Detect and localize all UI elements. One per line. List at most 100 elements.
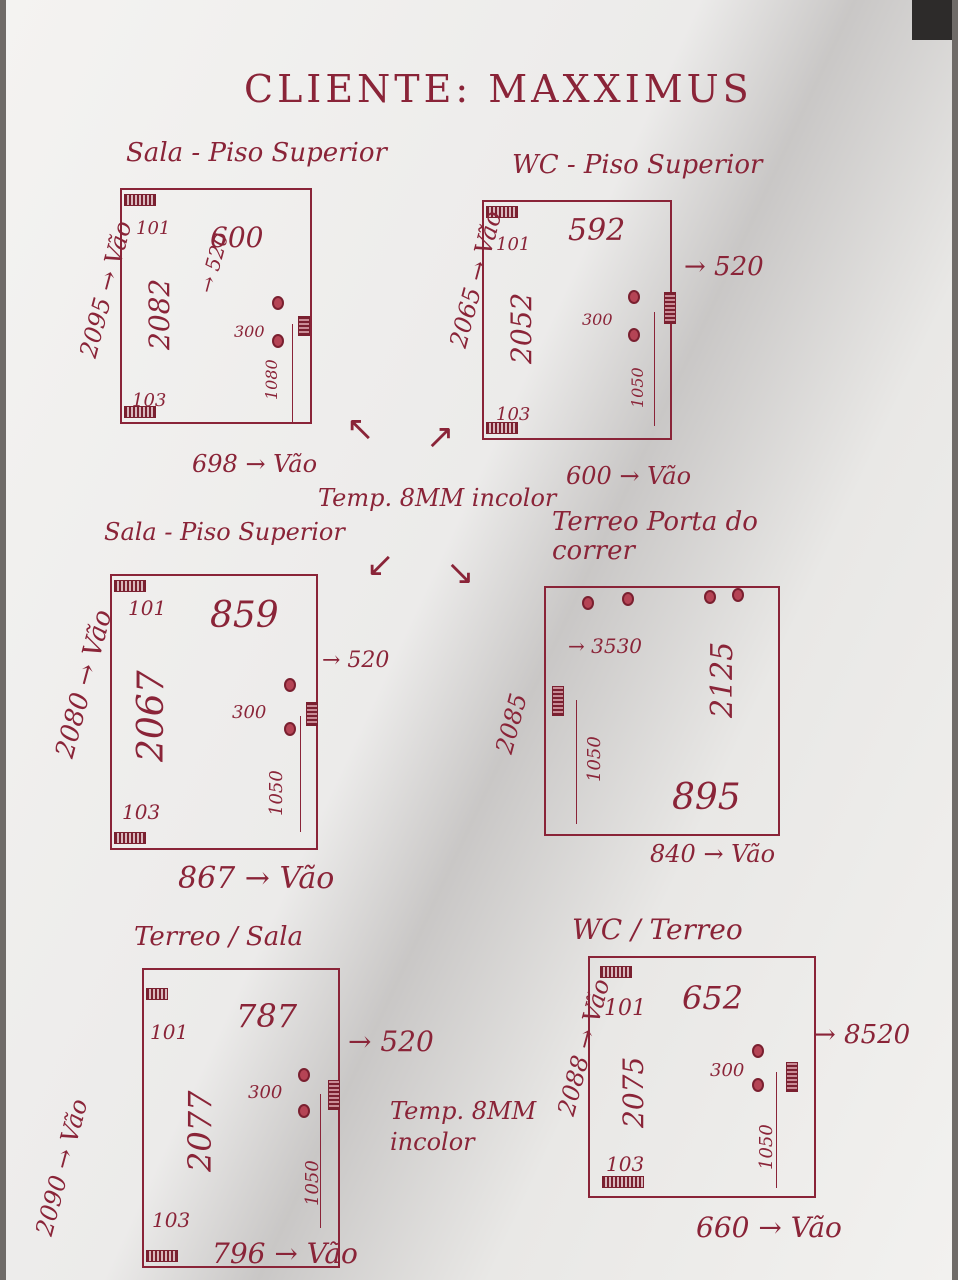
door-6-handle-spacing: 300 [710, 1060, 745, 1081]
door-3-vao-width: 867 → Vão [178, 861, 335, 896]
door-5-bottom-hinge [146, 1250, 178, 1262]
door-4-hole-4 [732, 588, 744, 602]
door-5-hole-bottom [298, 1104, 310, 1118]
door-2-bottom-offset: 103 [496, 404, 531, 425]
door-3-top-offset: 101 [128, 596, 167, 620]
door-5-lock-height: → 520 [348, 1025, 434, 1058]
door-5-width: 787 [236, 997, 298, 1035]
door-6-top-offset: 101 [604, 996, 646, 1021]
door-6-height: 2075 [617, 1056, 650, 1128]
door-2-hole-bottom [628, 328, 640, 342]
door-1-bottom-hinge [124, 406, 156, 418]
client-title: CLIENTE: MAXXIMUS [244, 67, 753, 111]
door-3-bottom-offset: 103 [122, 800, 161, 824]
door-6-bottom-hinge [602, 1176, 644, 1188]
paper-sheet: CLIENTE: MAXXIMUS Sala - Piso Superior 1… [6, 0, 952, 1280]
door-1-width: 600 [210, 221, 264, 254]
door-5-vao-height: 2090 → Vão [30, 1095, 94, 1239]
door-5-vao-width: 796 → Vão [212, 1237, 358, 1270]
door-1-height: 2082 [143, 278, 176, 350]
door-1-outline: 101 600 2082 300 1080 103 [120, 188, 312, 424]
door-5-lock [328, 1080, 340, 1110]
background-corner [912, 0, 952, 40]
door-6-hole-bottom [752, 1078, 764, 1092]
door-6-handle-height: 1050 [756, 1124, 777, 1170]
door-4-handle-height: 1050 [584, 736, 605, 782]
door-3-height: 2067 [131, 670, 172, 762]
door-1-label: Sala - Piso Superior [126, 138, 387, 168]
door-4-vao-width: 840 → Vão [650, 840, 776, 868]
door-2-hole-top [628, 290, 640, 304]
door-2-outline: 101 592 2052 300 1050 103 [482, 200, 676, 440]
door-1-hole-top [272, 296, 284, 310]
door-4-handle-line [576, 700, 577, 824]
door-3-hole-top [284, 678, 296, 692]
door-4-hole-1 [582, 596, 594, 610]
door-5-outline: 101 787 2077 300 1050 103 [142, 968, 340, 1268]
door-1-top-offset: 101 [136, 218, 171, 239]
door-4-width: 895 [672, 777, 741, 818]
door-6-hole-top [752, 1044, 764, 1058]
door-3-lock-height: → 520 [322, 648, 390, 673]
arrow-down-left-icon: ↙ [366, 545, 395, 585]
door-6-bottom-offset: 103 [606, 1152, 645, 1176]
door-2-label: WC - Piso Superior [512, 150, 763, 180]
door-5-handle-height: 1050 [302, 1160, 323, 1206]
arrow-up-left-icon: ↖ [346, 409, 375, 449]
door-4-lock-height: → 3530 [568, 634, 643, 658]
door-3-handle-spacing: 300 [232, 702, 267, 723]
door-4-hole-3 [704, 590, 716, 604]
door-2-top-offset: 101 [496, 234, 531, 255]
arrow-down-right-icon: ↘ [446, 553, 475, 593]
door-2-handle-line [654, 312, 655, 426]
door-4-hole-2 [622, 592, 634, 606]
door-2-top-hinge [486, 206, 518, 218]
door-1-hole-bottom [272, 334, 284, 348]
door-4-outline: → 3530 2125 1050 895 [544, 586, 780, 836]
door-5-bottom-offset: 103 [152, 1208, 191, 1232]
door-1-vao-width: 698 → Vão [192, 450, 318, 478]
door-1-handle-line [292, 324, 293, 424]
door-2-lock [664, 292, 676, 324]
door-6-width: 652 [682, 979, 744, 1017]
door-3-bottom-hinge [114, 832, 146, 844]
door-5-label: Terreo / Sala [134, 922, 304, 952]
door-6-top-hinge [600, 966, 632, 978]
door-1-handle-height: 1080 [262, 359, 281, 400]
door-3-handle-line [300, 716, 301, 832]
door-6-handle-line [776, 1072, 777, 1188]
door-5-handle-line [320, 1094, 321, 1228]
door-4-vao-height: 2085 [490, 690, 533, 757]
door-5-top-hinge [146, 988, 168, 1000]
door-3-handle-height: 1050 [266, 770, 287, 816]
door-2-vao-width: 600 → Vão [566, 462, 692, 490]
door-6-vao-width: 660 → Vão [696, 1211, 842, 1244]
door-4-height: 2125 [705, 641, 740, 718]
door-5-height: 2077 [181, 1090, 219, 1172]
arrow-up-right-icon: ↗ [426, 417, 455, 457]
door-5-top-offset: 101 [150, 1020, 189, 1044]
door-4-label: Terreo Porta do correr [552, 507, 758, 566]
door-6-outline: 101 652 2075 300 1050 103 [588, 956, 816, 1198]
door-2-handle-height: 1050 [628, 367, 647, 408]
door-1-top-hinge [124, 194, 156, 206]
door-2-height: 2052 [505, 292, 538, 364]
door-6-lock [786, 1062, 798, 1092]
door-1-handle-spacing: 300 [234, 322, 265, 341]
door-2-handle-spacing: 300 [582, 310, 613, 329]
door-1-bottom-offset: 103 [132, 390, 167, 411]
door-3-width: 859 [210, 595, 279, 636]
door-4-lock [552, 686, 564, 716]
door-3-top-hinge [114, 580, 146, 592]
door-3-outline: 101 859 2067 300 1050 103 [110, 574, 318, 850]
door-3-vao-height: 2080 → Vão [50, 606, 119, 762]
door-5-handle-spacing: 300 [248, 1082, 283, 1103]
door-6-lock-height: → 8520 [814, 1020, 911, 1050]
glass-note-top: Temp. 8MM incolor [318, 484, 557, 512]
door-2-lock-height: → 520 [684, 252, 764, 282]
door-3-hole-bottom [284, 722, 296, 736]
door-1-lock [298, 316, 310, 336]
door-3-lock [306, 702, 318, 726]
door-6-label: WC / Terreo [572, 913, 743, 946]
glass-note-bottom: Temp. 8MM incolor [390, 1097, 537, 1157]
